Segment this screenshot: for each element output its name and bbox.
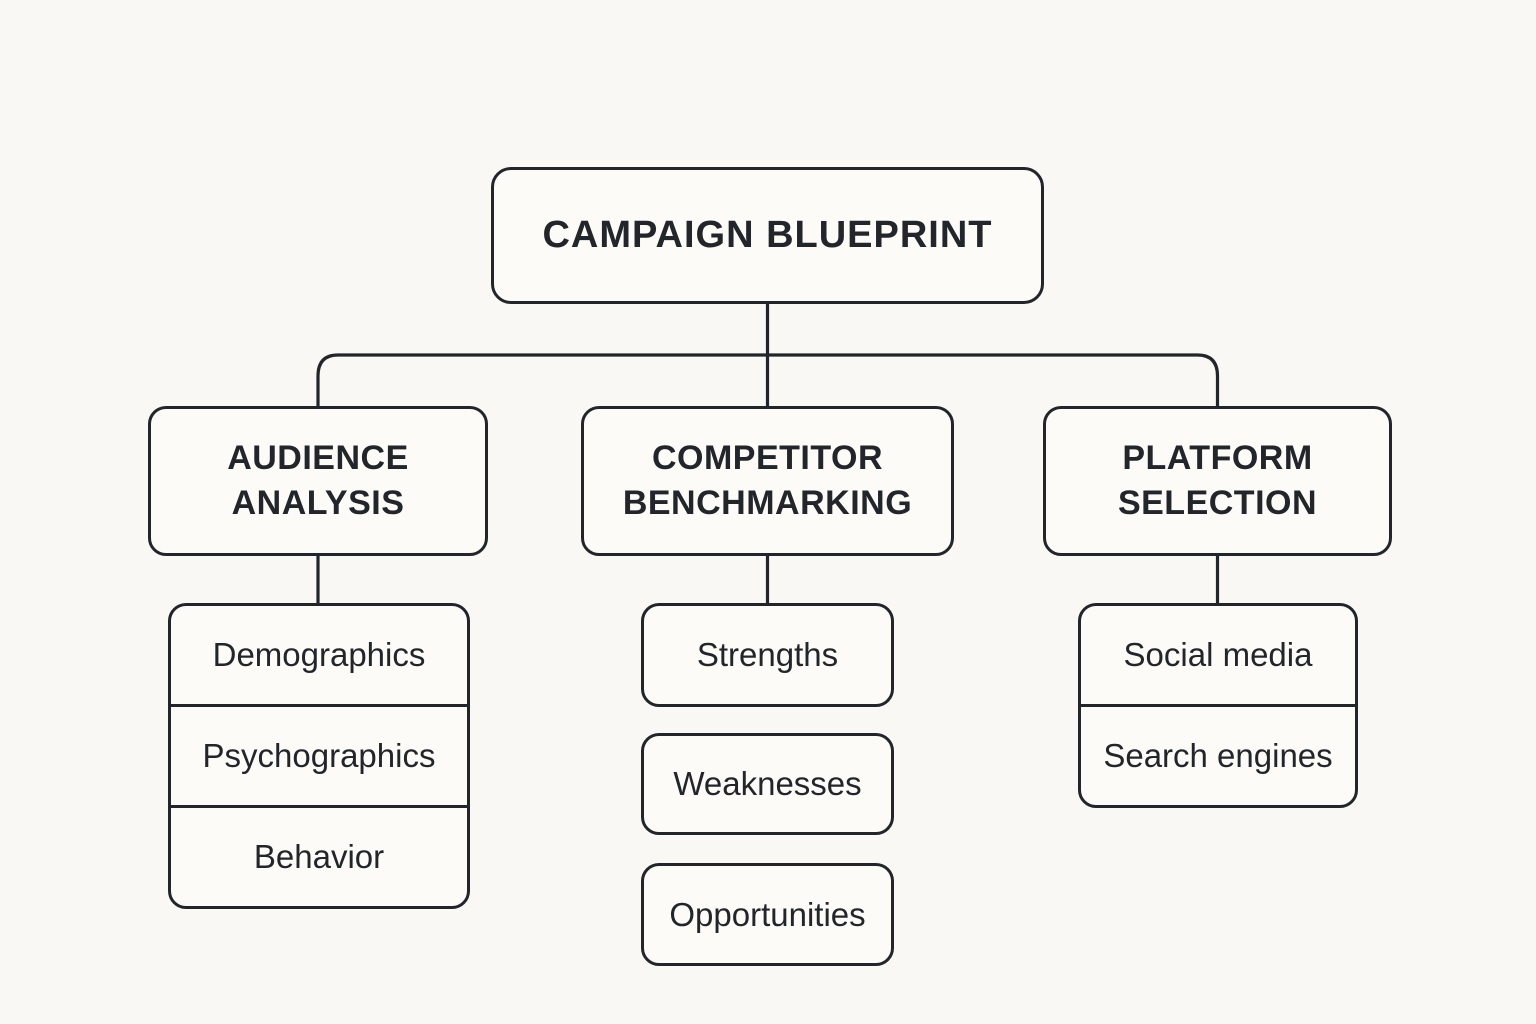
connector-bus	[316, 353, 1220, 406]
node-campaign-blueprint: CAMPAIGN BLUEPRINT	[491, 167, 1044, 304]
node-demographics: Demographics	[212, 636, 426, 673]
node-competitor-benchmarking: COMPETITOR BENCHMARKING	[581, 406, 954, 556]
node-search-engines: Search engines	[1081, 704, 1355, 805]
node-weaknesses: Weaknesses	[641, 733, 894, 835]
node-platform-selection: PLATFORM SELECTION	[1043, 406, 1392, 556]
audience-children-group: Demographics Psychographics Behavior	[168, 603, 470, 909]
node-behavior: Behavior	[171, 805, 467, 906]
platform-children-group: Social media Search engines	[1078, 603, 1358, 808]
node-social-media: Social media	[1123, 636, 1313, 673]
node-opportunities: Opportunities	[641, 863, 894, 966]
node-audience-analysis: AUDIENCE ANALYSIS	[148, 406, 488, 556]
node-strengths: Strengths	[641, 603, 894, 707]
node-psychographics: Psychographics	[171, 704, 467, 805]
